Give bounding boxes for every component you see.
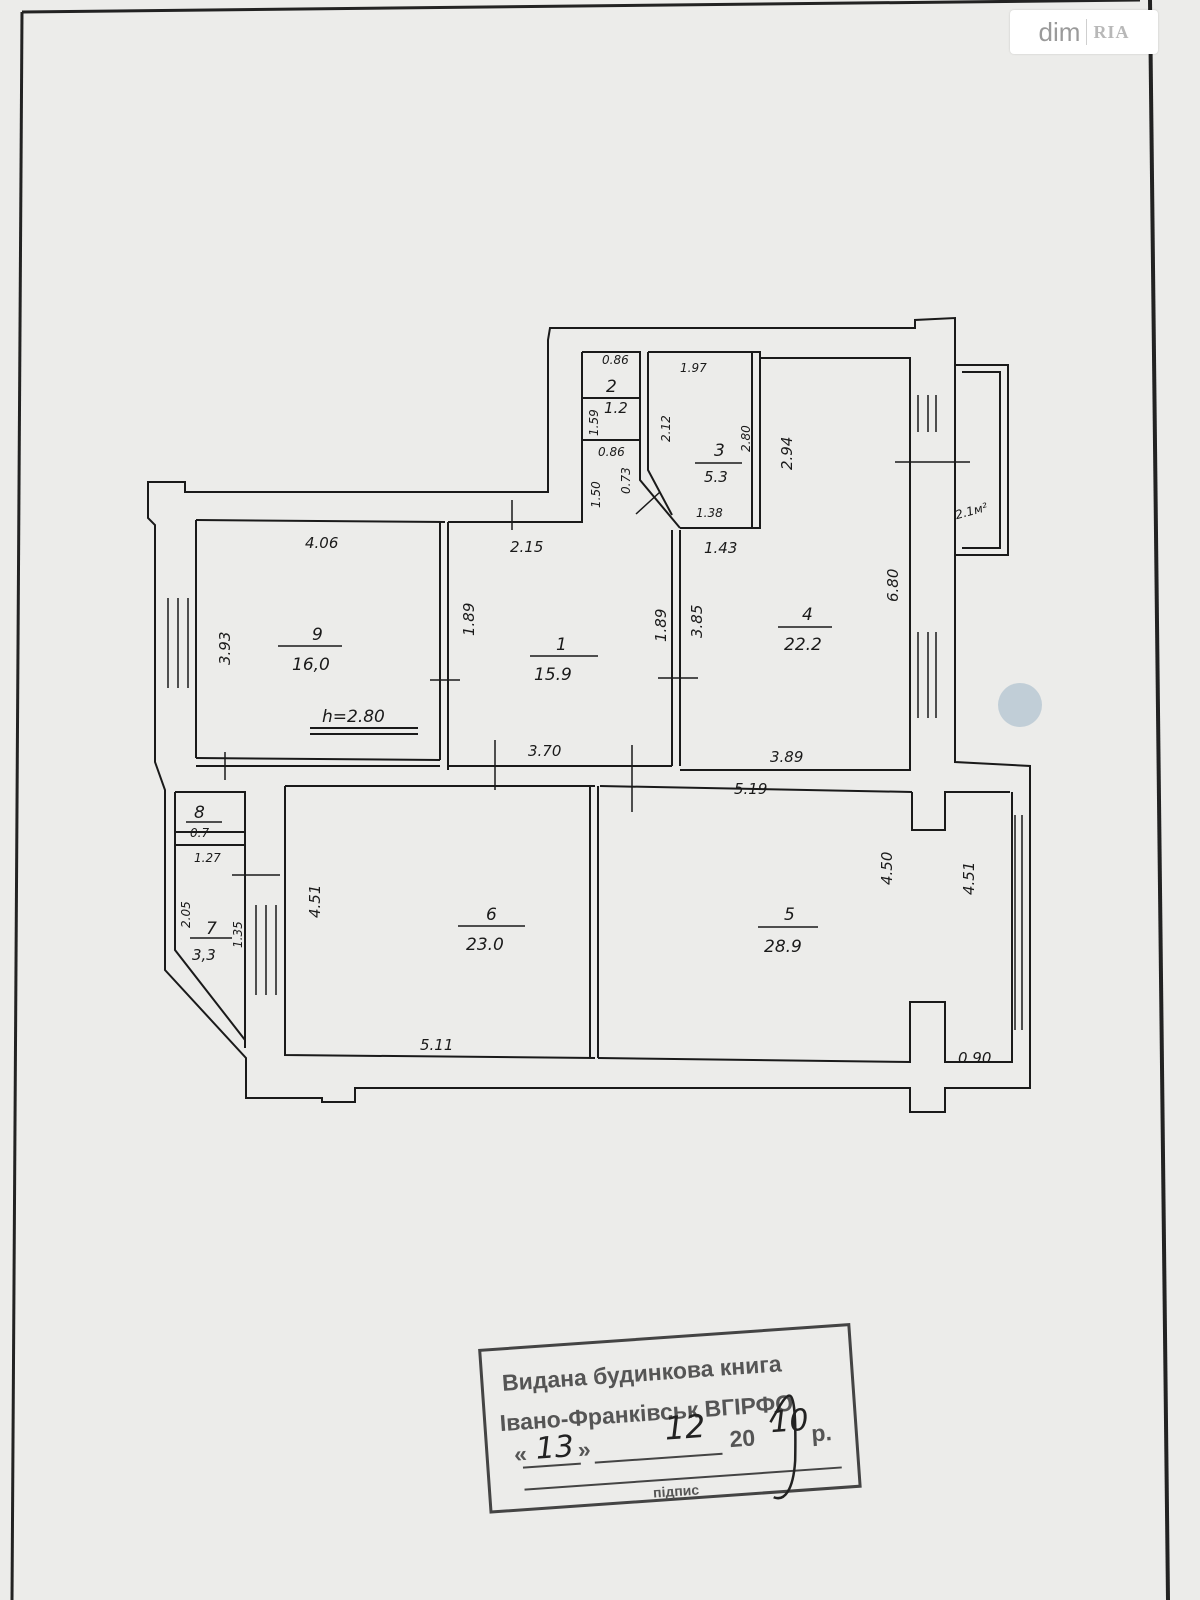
ink-smudge [998, 683, 1042, 727]
stamp-close-quote: » [577, 1436, 592, 1463]
room-4-area: 22.2 [784, 635, 822, 655]
room-2-area: 1.2 [604, 399, 628, 417]
floor-plan [147, 316, 1031, 1113]
dimension-label: 2.80 [739, 425, 753, 452]
dimension-label: 1.97 [680, 361, 707, 375]
room-7-number-label: 7 [206, 919, 217, 939]
handwritten-signature [769, 1394, 797, 1500]
dimension-label: 1.38 [696, 506, 723, 520]
balcony [955, 364, 1009, 556]
dimension-label: 5.11 [420, 1036, 453, 1054]
wall-room8-7 [174, 791, 246, 1048]
dimension-label: 1.35 [231, 921, 245, 948]
stamp-signature-label: підпис [652, 1481, 699, 1500]
paper-top-edge [21, 0, 1141, 14]
wall-room3 [647, 351, 761, 529]
dimension-label: 1.89 [460, 603, 478, 636]
ria-logo-icon: RIA [1093, 21, 1130, 42]
paper-right-edge [1148, 0, 1170, 1600]
watermark-word: dim [1038, 16, 1081, 47]
dim-ria-watermark[interactable]: dim RIA [1010, 10, 1158, 54]
room-8-number: 8 [194, 803, 205, 823]
room-7-area: 3,3 [192, 946, 216, 964]
ceiling-height: h=2.80 [322, 707, 385, 727]
wall-room6 [284, 786, 599, 1059]
dimension-label: 0.90 [958, 1049, 991, 1067]
dimension-label: 4.50 [878, 852, 896, 885]
dimension-label: 6.80 [884, 569, 902, 602]
room-2-number: 2 [606, 377, 617, 397]
wall-room9-1 [439, 522, 449, 760]
dimension-label: 3.93 [216, 632, 234, 665]
dimension-label: 2.05 [179, 901, 193, 928]
stamp-year-suffix: 10 [769, 1403, 810, 1441]
stamp-year-end: р. [810, 1419, 832, 1446]
room-label-bars [186, 397, 832, 939]
dimension-label: 2.94 [778, 437, 796, 470]
room-8-area: 0.7 [190, 826, 209, 840]
dimension-label: 4.51 [306, 885, 324, 918]
door-marks [224, 461, 970, 876]
room-3-area: 5.3 [704, 468, 728, 486]
wall-room1-top [448, 352, 583, 523]
paper-left-edge [10, 11, 24, 1600]
room-labels: 9 16,0 1 15.9 2 1.2 3 5.3 4 22.2 5 28.9 … [190, 377, 989, 964]
windows [167, 395, 1023, 1030]
dimension-label: 1.59 [587, 409, 601, 436]
room-3-number: 3 [714, 441, 725, 461]
dimension-label: 3.85 [688, 605, 706, 638]
stamp-year-prefix: 20 [729, 1424, 756, 1452]
dimension-label: 5.19 [734, 780, 767, 798]
dimension-label: 0.73 [619, 467, 633, 494]
dimension-label: 2.12 [659, 415, 673, 442]
wall-lower-top [285, 785, 1010, 831]
wall-room4 [680, 357, 911, 771]
dimension-label: 0.86 [598, 445, 625, 459]
room-9-area: 16,0 [292, 655, 330, 675]
dimension-labels: 4.06 3.93 1.89 2.15 1.89 3.70 1.50 0.73 … [179, 353, 991, 1067]
dimension-label: 4.06 [305, 534, 338, 552]
room-5-area: 28.9 [764, 937, 802, 957]
room-1-number: 1 [556, 635, 567, 655]
dimension-label: 4.51 [960, 862, 978, 895]
stamp-border [478, 1322, 862, 1514]
dimension-label: 1.43 [704, 539, 737, 557]
room-6-area: 23.0 [466, 935, 504, 955]
dimension-label: 1.50 [589, 481, 603, 508]
room-5-number: 5 [784, 905, 795, 925]
dimension-label: 0.86 [602, 353, 629, 367]
wall-corridor [196, 760, 672, 770]
outer-wall [147, 316, 1031, 1113]
room-1-area: 15.9 [534, 665, 572, 685]
room-6-number: 6 [486, 905, 497, 925]
dimension-label: 1.27 [194, 851, 221, 865]
wall-room5 [597, 792, 1013, 1064]
room-9-number: 9 [312, 625, 323, 645]
dimension-label: 2.15 [510, 538, 543, 556]
stamp-open-quote: « [513, 1440, 528, 1467]
wall-room1-right [671, 530, 681, 766]
watermark-divider [1086, 19, 1088, 45]
dimension-label: 3.70 [528, 742, 561, 760]
dimension-label: 1.89 [652, 609, 670, 642]
room-4-number: 4 [802, 605, 813, 625]
stamp-month: 12 [663, 1407, 706, 1448]
wall-room9-top [195, 519, 446, 523]
dimension-label: 3.89 [770, 748, 803, 766]
stamp-day: 13 [535, 1429, 576, 1467]
wall-room9-bottom [195, 757, 441, 761]
